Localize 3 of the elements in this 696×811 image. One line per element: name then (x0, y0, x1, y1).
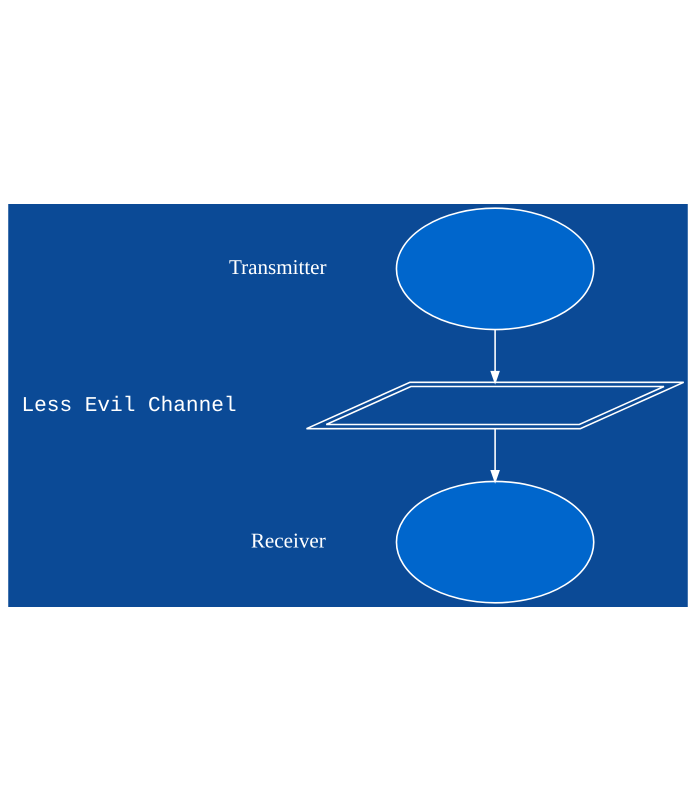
node-label: Less Evil Channel (22, 394, 237, 418)
node-label: Receiver (250, 528, 326, 552)
node-label: Transmitter (228, 255, 327, 280)
